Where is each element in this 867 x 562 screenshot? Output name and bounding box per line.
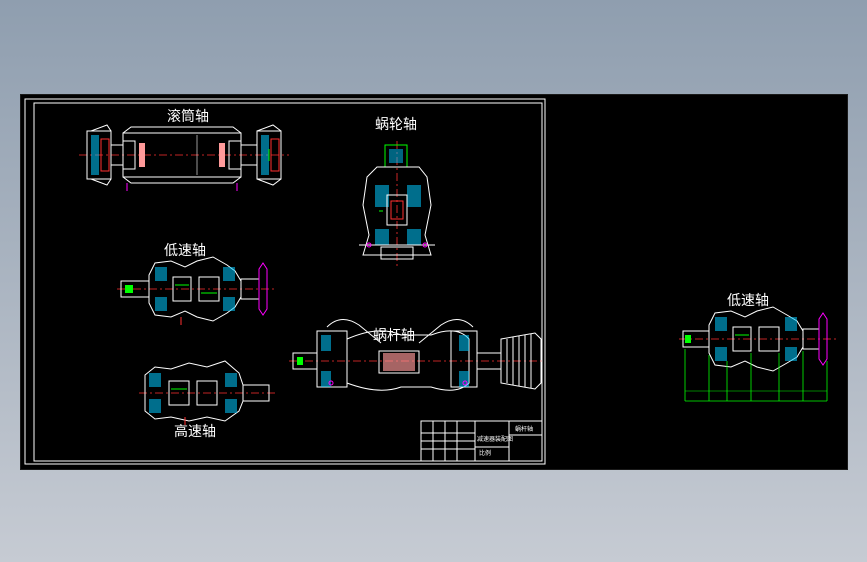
cad-drawing-canvas[interactable]: 滚筒轴 蜗轮轴 低速轴 [20, 94, 848, 470]
worm-shaft-label: 蜗杆轴 [373, 328, 415, 344]
worm-wheel-shaft-label: 蜗轮轴 [375, 117, 417, 133]
low-speed-shaft-drawing [117, 256, 275, 325]
title-block-drawing-title: 蜗杆轴 [515, 425, 533, 433]
high-speed-shaft-drawing [139, 360, 275, 425]
high-speed-shaft-label: 高速轴 [174, 423, 216, 440]
outer-sheet-border [24, 98, 546, 465]
title-block-row-a: 减速器装配图 [477, 435, 513, 443]
cad-drawing: 滚筒轴 蜗轮轴 低速轴 [24, 98, 839, 465]
title-block [420, 420, 543, 462]
low-speed-shaft-label: 低速轴 [164, 243, 206, 259]
worm-shaft-drawing [289, 319, 543, 391]
low-speed-shaft-detail-drawing [679, 306, 839, 402]
worm-wheel-shaft-drawing [359, 141, 435, 267]
low-speed-shaft-detail-label: 低速轴 [727, 293, 769, 309]
inner-sheet-border [33, 102, 543, 462]
drum-shaft-label: 滚筒轴 [167, 108, 209, 125]
title-block-row-b: 比例 [479, 449, 491, 457]
drum-shaft-drawing [79, 124, 289, 191]
